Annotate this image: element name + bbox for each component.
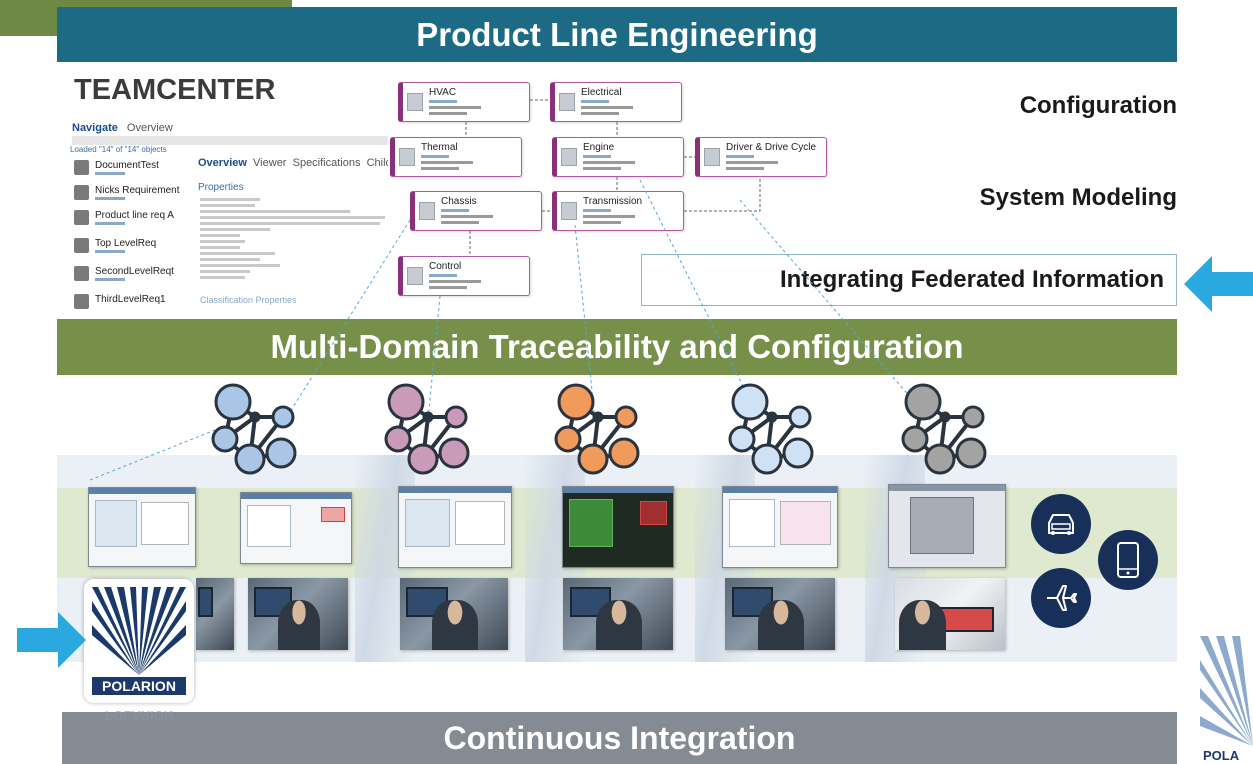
teamcenter-toolbar — [72, 136, 388, 145]
polarion-wordmark: POLARION — [92, 677, 186, 695]
block-driver-drive-cycle[interactable]: Driver & Drive Cycle — [695, 137, 827, 177]
polarion-corner-wordmark: POLA — [1203, 748, 1240, 763]
block-chassis[interactable]: Chassis — [410, 191, 542, 231]
configuration-label: Configuration — [1019, 92, 1177, 119]
network-graph-icon — [901, 383, 987, 475]
block-control[interactable]: Control — [398, 256, 530, 296]
component-thumbnail — [399, 148, 415, 166]
tab-specifications[interactable]: Specifications — [292, 157, 361, 169]
continuous-integration-band: Continuous Integration — [62, 712, 1177, 764]
teamcenter-nav: Navigate Overview — [72, 122, 173, 134]
polarion-corner-logo-icon — [1200, 636, 1253, 746]
system-modeling-label: System Modeling — [979, 184, 1177, 211]
airplane-icon — [1031, 568, 1091, 628]
polarion-reflection: POLARION — [104, 709, 174, 723]
document-icon — [74, 160, 89, 175]
tool-screenshot — [888, 484, 1006, 568]
tool-screenshot — [240, 492, 352, 564]
component-thumbnail — [704, 148, 720, 166]
tool-screenshot — [722, 486, 838, 568]
engineer-photo — [400, 578, 508, 650]
tool-screenshot — [88, 487, 196, 567]
component-thumbnail — [407, 267, 423, 285]
phone-icon — [1098, 530, 1158, 590]
component-thumbnail — [407, 93, 423, 111]
engineer-photo — [248, 578, 348, 650]
block-thermal[interactable]: Thermal — [390, 137, 522, 177]
tab-navigate[interactable]: Navigate — [72, 122, 118, 134]
engineer-photo — [895, 578, 1005, 650]
block-hvac[interactable]: HVAC — [398, 82, 530, 122]
detail-tabs: Overview Viewer Specifications Children … — [198, 157, 388, 169]
puzzle-icon — [74, 266, 89, 281]
network-graph-icon — [384, 383, 470, 475]
teamcenter-panel: TEAMCENTER Navigate Overview Loaded "14"… — [64, 70, 388, 314]
tab-children[interactable]: Children — [366, 157, 388, 169]
car-icon — [1031, 494, 1091, 554]
network-graph-icon — [728, 383, 814, 475]
polarion-logo-icon — [92, 587, 186, 675]
block-engine[interactable]: Engine — [552, 137, 684, 177]
multi-domain-traceability-band: Multi-Domain Traceability and Configurat… — [57, 319, 1177, 375]
block-connectors — [465, 99, 761, 256]
trace-lines — [89, 179, 931, 481]
component-thumbnail — [419, 202, 435, 220]
block-electrical[interactable]: Electrical — [550, 82, 682, 122]
tab-overview[interactable]: Overview — [126, 122, 173, 134]
component-thumbnail — [561, 148, 577, 166]
puzzle-icon — [74, 210, 89, 225]
component-thumbnail — [559, 93, 575, 111]
integrating-label: Integrating Federated Information — [779, 266, 1164, 293]
puzzle-icon — [74, 294, 89, 309]
tab-viewer[interactable]: Viewer — [253, 157, 287, 169]
puzzle-icon — [74, 238, 89, 253]
component-thumbnail — [561, 202, 577, 220]
engineer-photo — [196, 578, 234, 650]
product-line-engineering-band: Product Line Engineering — [57, 7, 1177, 62]
tab-overview-detail[interactable]: Overview — [198, 157, 247, 169]
tool-screenshot — [398, 486, 512, 568]
arrow-right-icon — [17, 612, 86, 668]
network-graph-icon — [211, 383, 297, 475]
polarion-logo: POLARION — [84, 579, 194, 703]
puzzle-icon — [74, 185, 89, 200]
engineer-photo — [563, 578, 673, 650]
integrating-federated-information-box: Integrating Federated Information — [641, 254, 1177, 306]
engineer-photo — [725, 578, 835, 650]
properties-heading: Properties — [198, 182, 244, 193]
arrow-left-icon — [1184, 256, 1253, 312]
tool-screenshot — [562, 486, 674, 568]
loaded-count: Loaded "14" of "14" objects — [70, 145, 167, 154]
teamcenter-logo: TEAMCENTER — [74, 74, 276, 106]
network-graph-icon — [554, 383, 640, 475]
classification-heading: Classification Properties — [200, 295, 297, 305]
